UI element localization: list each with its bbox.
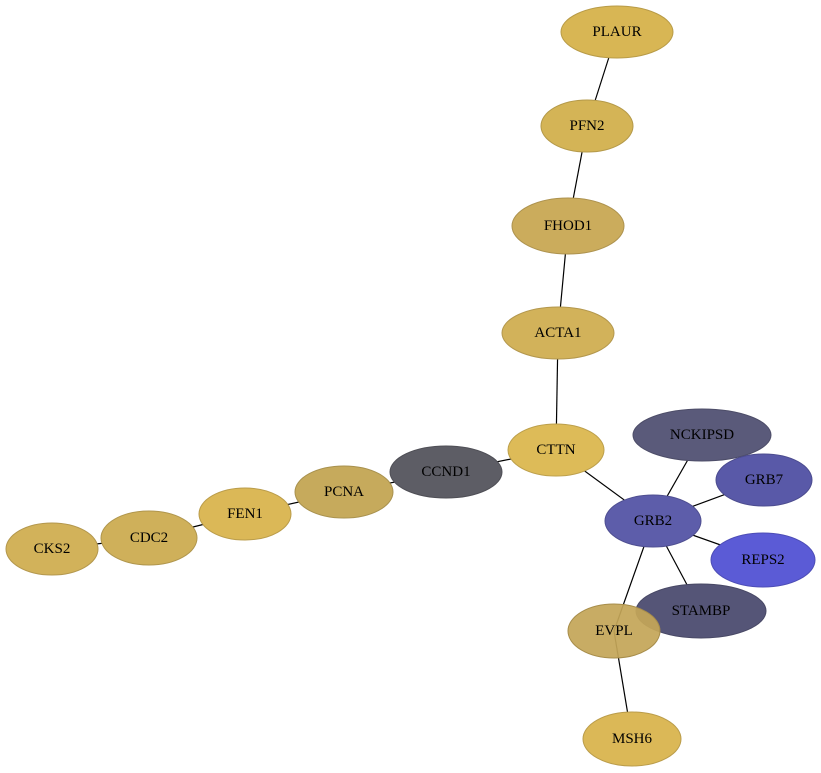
node-shape-nckipsd	[632, 408, 772, 462]
node-shape-acta1	[501, 306, 615, 360]
node-label-evpl: EVPL	[595, 623, 633, 639]
node-shape-cks2	[5, 522, 99, 576]
node-shape-reps2	[710, 532, 816, 588]
node-label-nckipsd: NCKIPSD	[670, 427, 734, 443]
node-shape-plaur	[560, 5, 674, 59]
node-plaur[interactable]: PLAUR	[560, 5, 674, 59]
node-pfn2[interactable]: PFN2	[540, 99, 634, 153]
node-fhod1[interactable]: FHOD1	[511, 197, 625, 255]
node-nckipsd[interactable]: NCKIPSD	[632, 408, 772, 462]
node-stambp[interactable]: STAMBP	[635, 583, 767, 639]
node-label-grb7: GRB7	[745, 472, 784, 488]
node-reps2[interactable]: REPS2	[710, 532, 816, 588]
node-shape-pcna	[294, 465, 394, 519]
node-fen1[interactable]: FEN1	[198, 487, 292, 541]
node-evpl[interactable]: EVPL	[567, 603, 661, 659]
node-acta1[interactable]: ACTA1	[501, 306, 615, 360]
node-shape-pfn2	[540, 99, 634, 153]
node-msh6[interactable]: MSH6	[582, 711, 682, 767]
node-shape-evpl	[567, 603, 661, 659]
node-label-fen1: FEN1	[227, 506, 263, 522]
node-shape-msh6	[582, 711, 682, 767]
node-shape-fen1	[198, 487, 292, 541]
node-shape-fhod1	[511, 197, 625, 255]
node-pcna[interactable]: PCNA	[294, 465, 394, 519]
node-shape-ccnd1	[389, 445, 503, 499]
node-cttn[interactable]: CTTN	[507, 423, 605, 477]
node-label-grb2: GRB2	[634, 513, 672, 529]
node-cdc2[interactable]: CDC2	[100, 510, 198, 566]
node-label-pfn2: PFN2	[569, 118, 604, 134]
node-label-cdc2: CDC2	[130, 530, 168, 546]
node-label-fhod1: FHOD1	[544, 218, 592, 234]
node-label-plaur: PLAUR	[592, 24, 641, 40]
node-shape-cttn	[507, 423, 605, 477]
node-label-pcna: PCNA	[324, 484, 364, 500]
node-shape-grb7	[715, 453, 813, 507]
node-cks2[interactable]: CKS2	[5, 522, 99, 576]
node-label-cttn: CTTN	[536, 442, 575, 458]
node-shape-cdc2	[100, 510, 198, 566]
node-label-ccnd1: CCND1	[421, 464, 470, 480]
node-shape-grb2	[604, 494, 702, 548]
node-ccnd1[interactable]: CCND1	[389, 445, 503, 499]
node-grb7[interactable]: GRB7	[715, 453, 813, 507]
node-label-stambp: STAMBP	[672, 603, 731, 619]
node-label-msh6: MSH6	[612, 731, 653, 747]
node-label-acta1: ACTA1	[534, 325, 581, 341]
node-label-cks2: CKS2	[34, 541, 71, 557]
node-label-reps2: REPS2	[741, 552, 784, 568]
node-grb2[interactable]: GRB2	[604, 494, 702, 548]
